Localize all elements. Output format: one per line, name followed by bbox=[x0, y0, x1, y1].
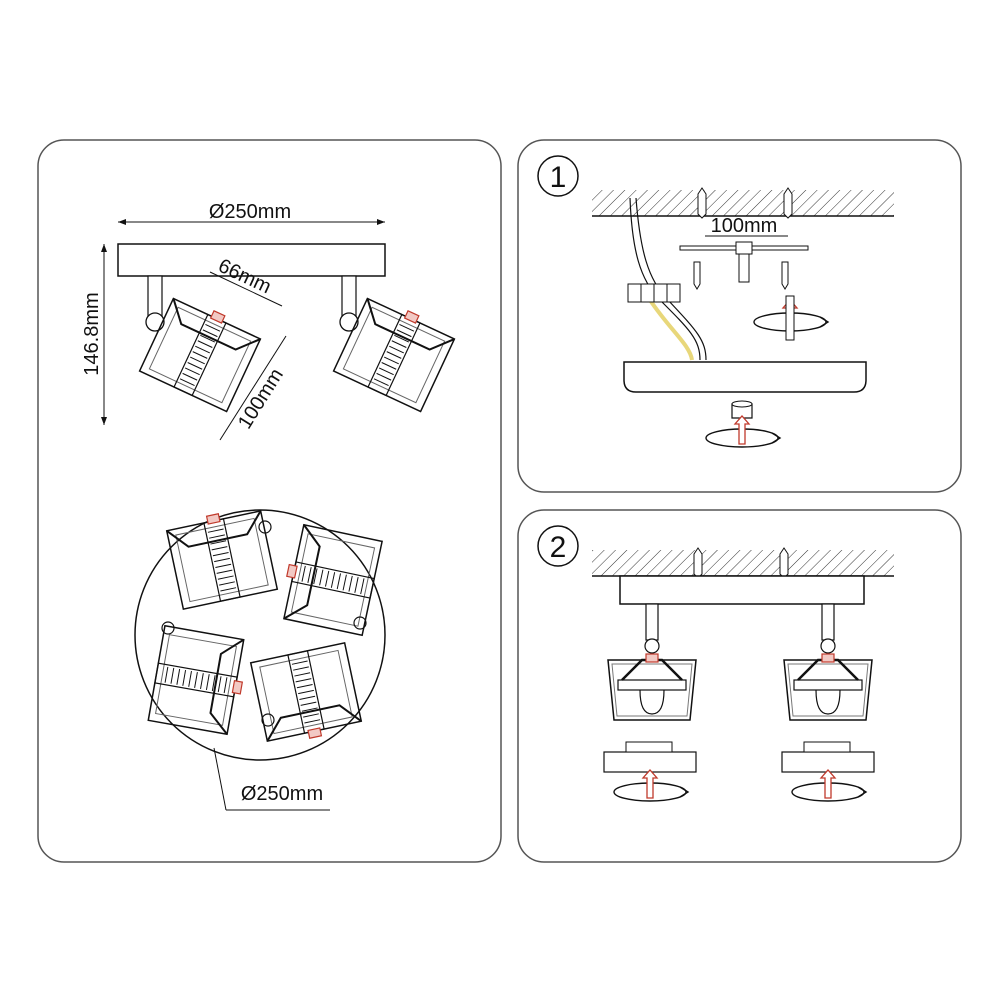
arm-right bbox=[341, 275, 357, 317]
wires bbox=[627, 197, 707, 361]
led-module-right bbox=[781, 741, 875, 773]
front-head-left bbox=[606, 652, 698, 722]
screw-left bbox=[693, 261, 701, 290]
ceiling-1 bbox=[592, 190, 894, 216]
top-head-1 bbox=[164, 504, 279, 611]
dimensions-panel bbox=[37, 139, 502, 863]
pivot-right bbox=[339, 312, 359, 332]
top-head-4 bbox=[249, 641, 364, 748]
pivot-left bbox=[145, 312, 165, 332]
screw-right bbox=[781, 261, 789, 290]
mounting-plate bbox=[117, 243, 386, 277]
top-head-2 bbox=[277, 522, 384, 637]
rotate-indicator-left bbox=[613, 769, 689, 802]
rotate-indicator-nut bbox=[705, 415, 781, 448]
plate-diameter-label: Ø250mm bbox=[209, 201, 291, 223]
step-2-number: 2 bbox=[550, 531, 567, 564]
step-1-number: 1 bbox=[550, 161, 567, 194]
ceiling-canopy bbox=[623, 361, 867, 393]
plate-width-dimension: Ø250mm bbox=[118, 201, 385, 225]
arm-left bbox=[147, 275, 163, 317]
top-head-3 bbox=[147, 624, 251, 737]
height-dimension: 146.8mm bbox=[81, 244, 107, 425]
height-label: 146.8mm bbox=[81, 292, 103, 375]
screw-spacing-label: 100mm bbox=[711, 215, 778, 237]
front-head-right bbox=[782, 652, 874, 722]
step-2-badge bbox=[537, 525, 579, 567]
step-1-panel bbox=[517, 139, 962, 493]
led-module-left bbox=[603, 741, 697, 773]
mounting-plate-2 bbox=[619, 575, 865, 605]
spread-diameter-label: Ø250mm bbox=[241, 783, 323, 805]
top-view-circle bbox=[134, 509, 386, 761]
step-2-panel bbox=[517, 509, 962, 863]
screw-spacing-dimension: 100mm bbox=[705, 215, 788, 237]
ceiling-2 bbox=[592, 550, 894, 576]
step-1-badge bbox=[537, 155, 579, 197]
rotate-indicator-right bbox=[791, 769, 867, 802]
spread-diameter-dimension: Ø250mm bbox=[213, 747, 330, 811]
